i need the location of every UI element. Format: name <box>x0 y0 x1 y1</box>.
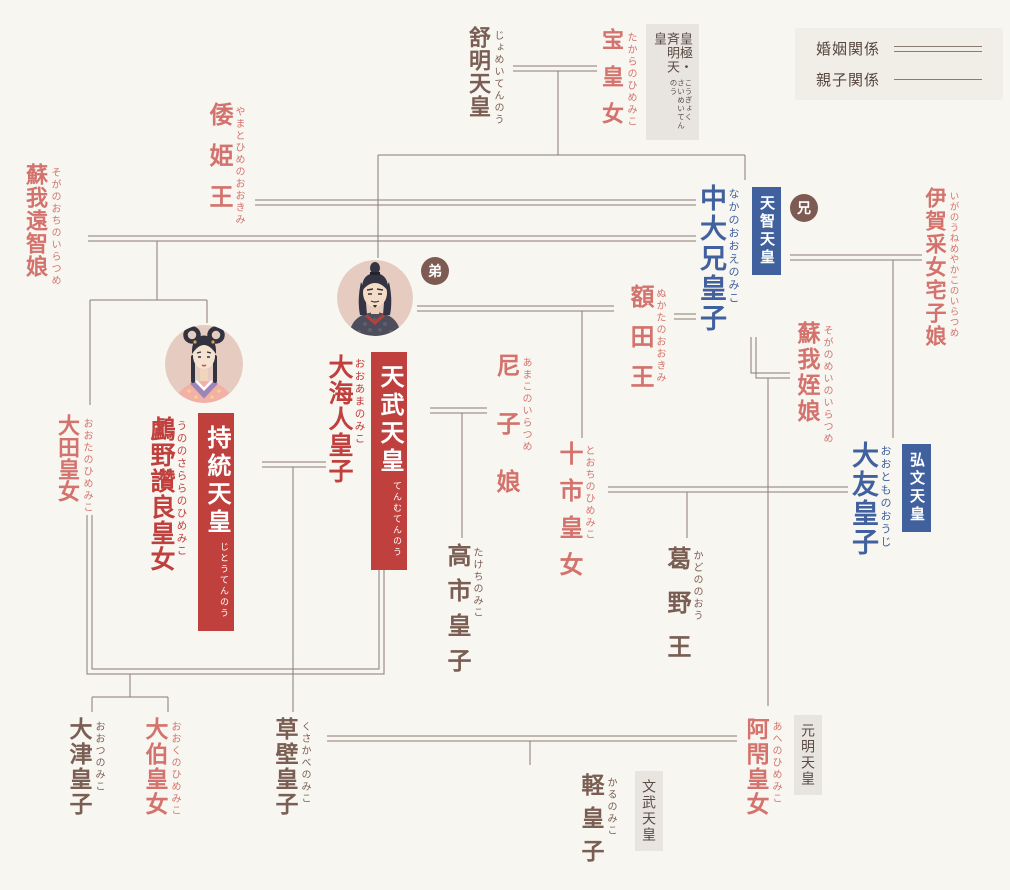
relation-badge-younger-brother: 弟 <box>421 257 449 285</box>
legend-marriage-label: 婚姻関係 <box>815 41 880 58</box>
jito-avatar <box>165 325 243 403</box>
badge-tenmu-furigana: てんむてんのう <box>392 481 402 558</box>
tenmu-portrait-illustration <box>337 260 413 336</box>
jito-portrait-illustration <box>165 325 243 403</box>
person-uno-furigana: うののさららのひめみこ <box>175 420 188 558</box>
person-karu-furigana: かるのみこ <box>605 777 616 837</box>
person-nukata-name: 額田王 <box>626 284 653 404</box>
person-otsu-name: 大津皇子 <box>66 717 92 817</box>
badge-tenji: 天智天皇 <box>752 187 781 275</box>
badge-tenmu: 天武天皇 てんむてんのう <box>371 352 407 570</box>
person-iga-furigana: いがのうねめやかこのいらつめ <box>947 191 959 338</box>
person-ahe: 阿閇皇女 あへのひめみこ <box>743 717 781 817</box>
person-nukata-furigana: ぬかたのおおきみ <box>654 288 665 384</box>
person-jomei-furigana: じょめいてんのう <box>492 30 503 126</box>
person-karu: 軽皇子 かるのみこ <box>578 773 616 872</box>
person-otomo-name: 大友皇子 <box>848 441 878 557</box>
person-kusakabe-name: 草壁皇子 <box>272 717 298 817</box>
relation-badge-elder-brother: 兄 <box>790 194 818 222</box>
badge-genmei: 元明天皇 <box>794 715 822 795</box>
person-soga-ochi-furigana: そがのおちのいらつめ <box>49 167 60 287</box>
person-takara-furigana: たからのひめみこ <box>625 32 636 128</box>
legend-parent-row: 親子関係 <box>795 69 1003 90</box>
person-kusakabe: 草壁皇子 くさかべのみこ <box>272 717 310 817</box>
legend-parent-label: 親子関係 <box>815 72 880 89</box>
person-otsu-furigana: おおつのみこ <box>93 721 104 793</box>
person-tochi: 十市皇女 とおちのひめみこ <box>555 441 594 589</box>
person-yamatohime-name: 倭姫王 <box>205 102 232 225</box>
person-otomo-furigana: おおとものおうじ <box>879 445 891 549</box>
legend-parent-line-sample <box>894 79 982 80</box>
tenmu-avatar <box>337 260 413 336</box>
person-oku: 大伯皇女 おおくのひめみこ <box>142 717 180 817</box>
badge-kogyoku-saimei-furigana: こうぎょく さいめいてんのう <box>669 79 693 131</box>
person-kadono-furigana: かどののおう <box>691 550 702 622</box>
person-iga-name: 伊賀采女宅子娘 <box>923 187 946 348</box>
person-amako-name: 尼子娘 <box>492 353 519 527</box>
person-oota-name: 大田皇女 <box>55 414 80 502</box>
person-soga-mei: 蘇我姪娘 そがのめいのいらつめ <box>794 321 832 445</box>
person-naka-no-oe-name: 中大兄皇子 <box>696 184 726 334</box>
badge-monmu: 文武天皇 <box>635 771 663 851</box>
person-kadono-name: 葛野王 <box>663 546 690 678</box>
legend-marriage-row: 婚姻関係 <box>795 38 1003 59</box>
person-amako: 尼子娘 あまこのいらつめ <box>492 353 531 527</box>
person-iga: 伊賀采女宅子娘 いがのうねめやかこのいらつめ <box>923 187 959 348</box>
badge-kobun: 弘文天皇 <box>902 444 931 532</box>
person-kusakabe-furigana: くさかべのみこ <box>299 721 310 805</box>
person-soga-mei-name: 蘇我姪娘 <box>794 321 820 425</box>
person-takara: 宝皇女 たからのひめみこ <box>599 28 636 139</box>
person-soga-mei-furigana: そがのめいのいらつめ <box>821 325 832 445</box>
person-takechi-furigana: たけちのみこ <box>471 547 482 619</box>
person-karu-name: 軽皇子 <box>578 773 604 872</box>
person-yamatohime: 倭姫王 やまとひめのおおきみ <box>205 102 244 226</box>
person-amako-furigana: あまこのいらつめ <box>520 357 531 453</box>
person-uno: 鸕野讚良皇女 うののさららのひめみこ <box>147 416 188 572</box>
person-takara-name: 宝皇女 <box>599 28 624 139</box>
person-otomo: 大友皇子 おおとものおうじ <box>848 441 891 557</box>
person-nukata: 額田王 ぬかたのおおきみ <box>626 284 665 404</box>
person-yamatohime-furigana: やまとひめのおおきみ <box>233 106 244 226</box>
legend-marriage-line-sample <box>894 45 982 52</box>
person-tochi-furigana: とおちのひめみこ <box>583 445 594 541</box>
badge-kogyoku-saimei-name: 皇極・斉明天皇 <box>652 32 693 74</box>
person-oama: 大海人皇子 おおあまのみこ <box>325 354 366 484</box>
person-takechi-name: 高市皇子 <box>443 543 470 683</box>
person-ahe-furigana: あへのひめみこ <box>770 721 781 805</box>
person-oama-name: 大海人皇子 <box>325 354 353 484</box>
person-otsu: 大津皇子 おおつのみこ <box>66 717 104 817</box>
person-oku-furigana: おおくのひめみこ <box>169 721 180 817</box>
parent-child-lines <box>89 71 894 765</box>
badge-jito-name: 持統天皇 <box>203 425 230 537</box>
legend: 婚姻関係 親子関係 <box>795 28 1003 100</box>
person-ahe-name: 阿閇皇女 <box>743 717 769 817</box>
marriage-lines <box>86 65 922 742</box>
person-naka-no-oe-furigana: なかのおおえのみこ <box>727 188 739 305</box>
person-jomei: 舒明天皇 じょめいてんのう <box>466 26 503 126</box>
person-jomei-name: 舒明天皇 <box>466 26 491 118</box>
person-kadono: 葛野王 かどののおう <box>663 546 702 678</box>
person-oota: 大田皇女 おおたのひめみこ <box>55 414 92 514</box>
person-oama-furigana: おおあまのみこ <box>353 358 366 446</box>
person-tochi-name: 十市皇女 <box>555 441 582 589</box>
person-takechi: 高市皇子 たけちのみこ <box>443 543 482 683</box>
badge-jito: 持統天皇 じとうてんのう <box>198 413 234 631</box>
person-soga-ochi-name: 蘇我遠智娘 <box>23 163 48 278</box>
person-oota-furigana: おおたのひめみこ <box>81 418 92 514</box>
badge-tenmu-name: 天武天皇 <box>376 364 403 476</box>
badge-kogyoku-saimei: 皇極・斉明天皇 こうぎょく さいめいてんのう <box>646 24 699 140</box>
person-soga-ochi: 蘇我遠智娘 そがのおちのいらつめ <box>23 163 60 287</box>
person-naka-no-oe: 中大兄皇子 なかのおおえのみこ <box>696 184 739 334</box>
badge-jito-furigana: じとうてんのう <box>219 542 229 619</box>
person-oku-name: 大伯皇女 <box>142 717 168 817</box>
person-uno-name: 鸕野讚良皇女 <box>147 416 175 572</box>
